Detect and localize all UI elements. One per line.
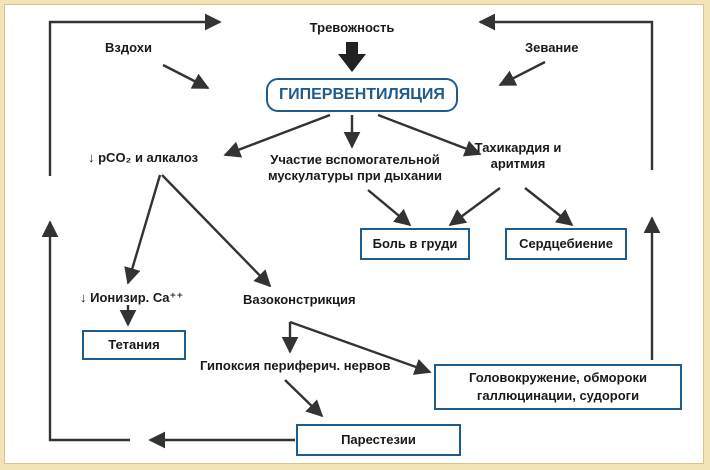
hv-to-pco2-arrow (223, 113, 331, 158)
left-bottom-up-arrow (41, 220, 130, 442)
tachy-to-palpitation-arrow (524, 187, 574, 227)
vaso-to-dizziness-arrow (289, 320, 432, 375)
yawning-arrow (498, 60, 546, 87)
dizziness-box: Головокружение, обмороки галлюцинации, с… (434, 364, 682, 410)
hv-to-tachycardia-arrow (377, 113, 482, 157)
pco2-label: ↓ pCO₂ и алкалоз (88, 150, 199, 165)
yawning-label: Зевание (525, 40, 579, 55)
paresthesia-box: Парестезии (296, 424, 461, 456)
ionized-ca-label: ↓ Ионизир. Ca⁺⁺ (80, 290, 184, 305)
accessory-muscles-line1: Участие вспомогательной (270, 152, 440, 167)
dizziness-line1: Головокружение, обмороки (469, 370, 647, 385)
tachycardia-label: Тахикардия и аритмия (475, 140, 562, 172)
anxiety-label: Тревожность (309, 20, 395, 35)
pco2-to-vaso-arrow (161, 174, 272, 288)
accessory-muscles-line2: мускулатуры при дыхании (267, 168, 443, 183)
accessory-muscles-label: Участие вспомогательной мускулатуры при … (268, 152, 442, 184)
vasoconstriction-label: Вазоконстрикция (243, 292, 356, 307)
hypoxia-to-paresthesia-arrow (284, 379, 324, 418)
palpitation-box: Сердцебиение (505, 228, 627, 260)
pco2-to-ca-arrow (124, 174, 162, 285)
sighs-label: Вздохи (105, 40, 152, 55)
tachycardia-line1: Тахикардия и (474, 140, 562, 155)
chest-pain-box: Боль в груди (360, 228, 470, 260)
outer-loop-left-arrow (48, 13, 222, 176)
tetany-box: Тетания (82, 330, 186, 360)
hyperventilation-box: ГИПЕРВЕНТИЛЯЦИЯ (266, 78, 458, 112)
hypoxia-label: Гипоксия периферич. нервов (200, 358, 391, 373)
sighs-arrow (162, 63, 210, 90)
anxiety-big-arrow (338, 42, 366, 72)
muscles-to-chest-arrow (367, 189, 412, 227)
tachycardia-line2: аритмия (490, 156, 546, 171)
tachy-to-chest-arrow (448, 187, 501, 226)
outer-loop-right-arrow (478, 13, 654, 170)
dizziness-line2: галлюцинации, судороги (476, 388, 640, 403)
